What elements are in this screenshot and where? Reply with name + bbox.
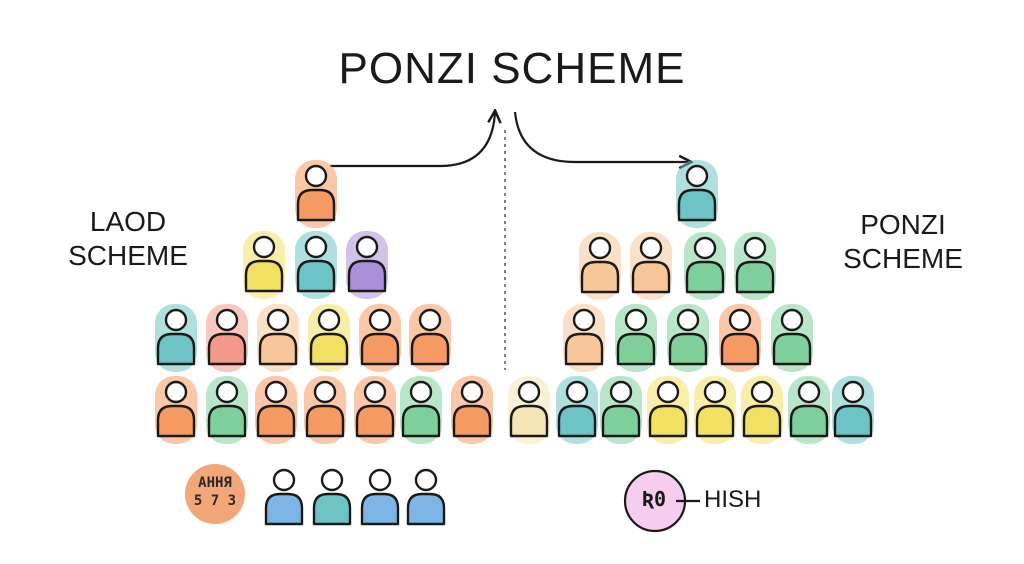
left-label-line1: LAOD [89,206,167,237]
right-pyramid-person [556,376,598,444]
bottom-row-person [406,468,446,526]
left-pyramid-person [304,376,346,444]
right-pyramid-person [508,376,550,444]
left-pyramid-person [308,304,350,372]
right-pyramid-person [684,232,726,300]
right-pyramid-person [630,232,672,300]
right-arrow [513,111,690,162]
left-pyramid-person [257,304,299,372]
left-pyramid-person [400,376,442,444]
left-pyramid-person [155,304,197,372]
left-pyramid-person [243,231,285,299]
right-pyramid-person [788,376,830,444]
right-pyramid-person [719,304,761,372]
left-pyramid-person [295,231,337,299]
right-pyramid-person [734,232,776,300]
right-pyramid-person [579,232,621,300]
left-pyramid-person [206,304,248,372]
bottom-row-person [264,468,304,526]
right-badge-value: Ʀ0 [641,487,667,511]
right-pyramid-person [676,160,718,228]
left-pyramid-person [155,376,197,444]
people-layer [155,160,874,526]
left-pyramid-person [409,304,451,372]
right-label-line1: PONZI [860,209,946,240]
left-arrow [330,112,495,168]
left-badge-text: АННЯ 5 7 3 [186,474,244,510]
left-count-badge [185,464,245,524]
left-pyramid-person [354,376,396,444]
left-scheme-label: LAOD SCHEME [58,205,198,273]
right-pyramid-person [832,376,874,444]
bottom-row-person [360,468,400,526]
right-pyramid-person [694,376,736,444]
left-label-line2: SCHEME [68,240,188,271]
left-pyramid-person [346,231,388,299]
right-badge-label: HISH [704,486,762,513]
right-label-line2: SCHEME [843,243,963,274]
right-pyramid-person [667,304,709,372]
left-badge-line1: АННЯ [198,475,232,491]
left-pyramid-person [206,376,248,444]
right-pyramid-person [741,376,783,444]
right-pyramid-person [600,376,642,444]
right-pyramid-person [647,376,689,444]
bottom-row-person [312,468,352,526]
left-pyramid-person [451,376,493,444]
left-badge-line2: 5 7 3 [193,493,237,509]
left-pyramid-person [255,376,297,444]
left-pyramid-person [295,160,337,228]
page-title: PONZI SCHEME [338,44,686,93]
right-scheme-label: PONZI SCHEME [828,208,978,276]
right-pyramid-person [615,304,657,372]
left-pyramid-person [359,304,401,372]
right-pyramid-person [771,304,813,372]
right-pyramid-person [563,304,605,372]
